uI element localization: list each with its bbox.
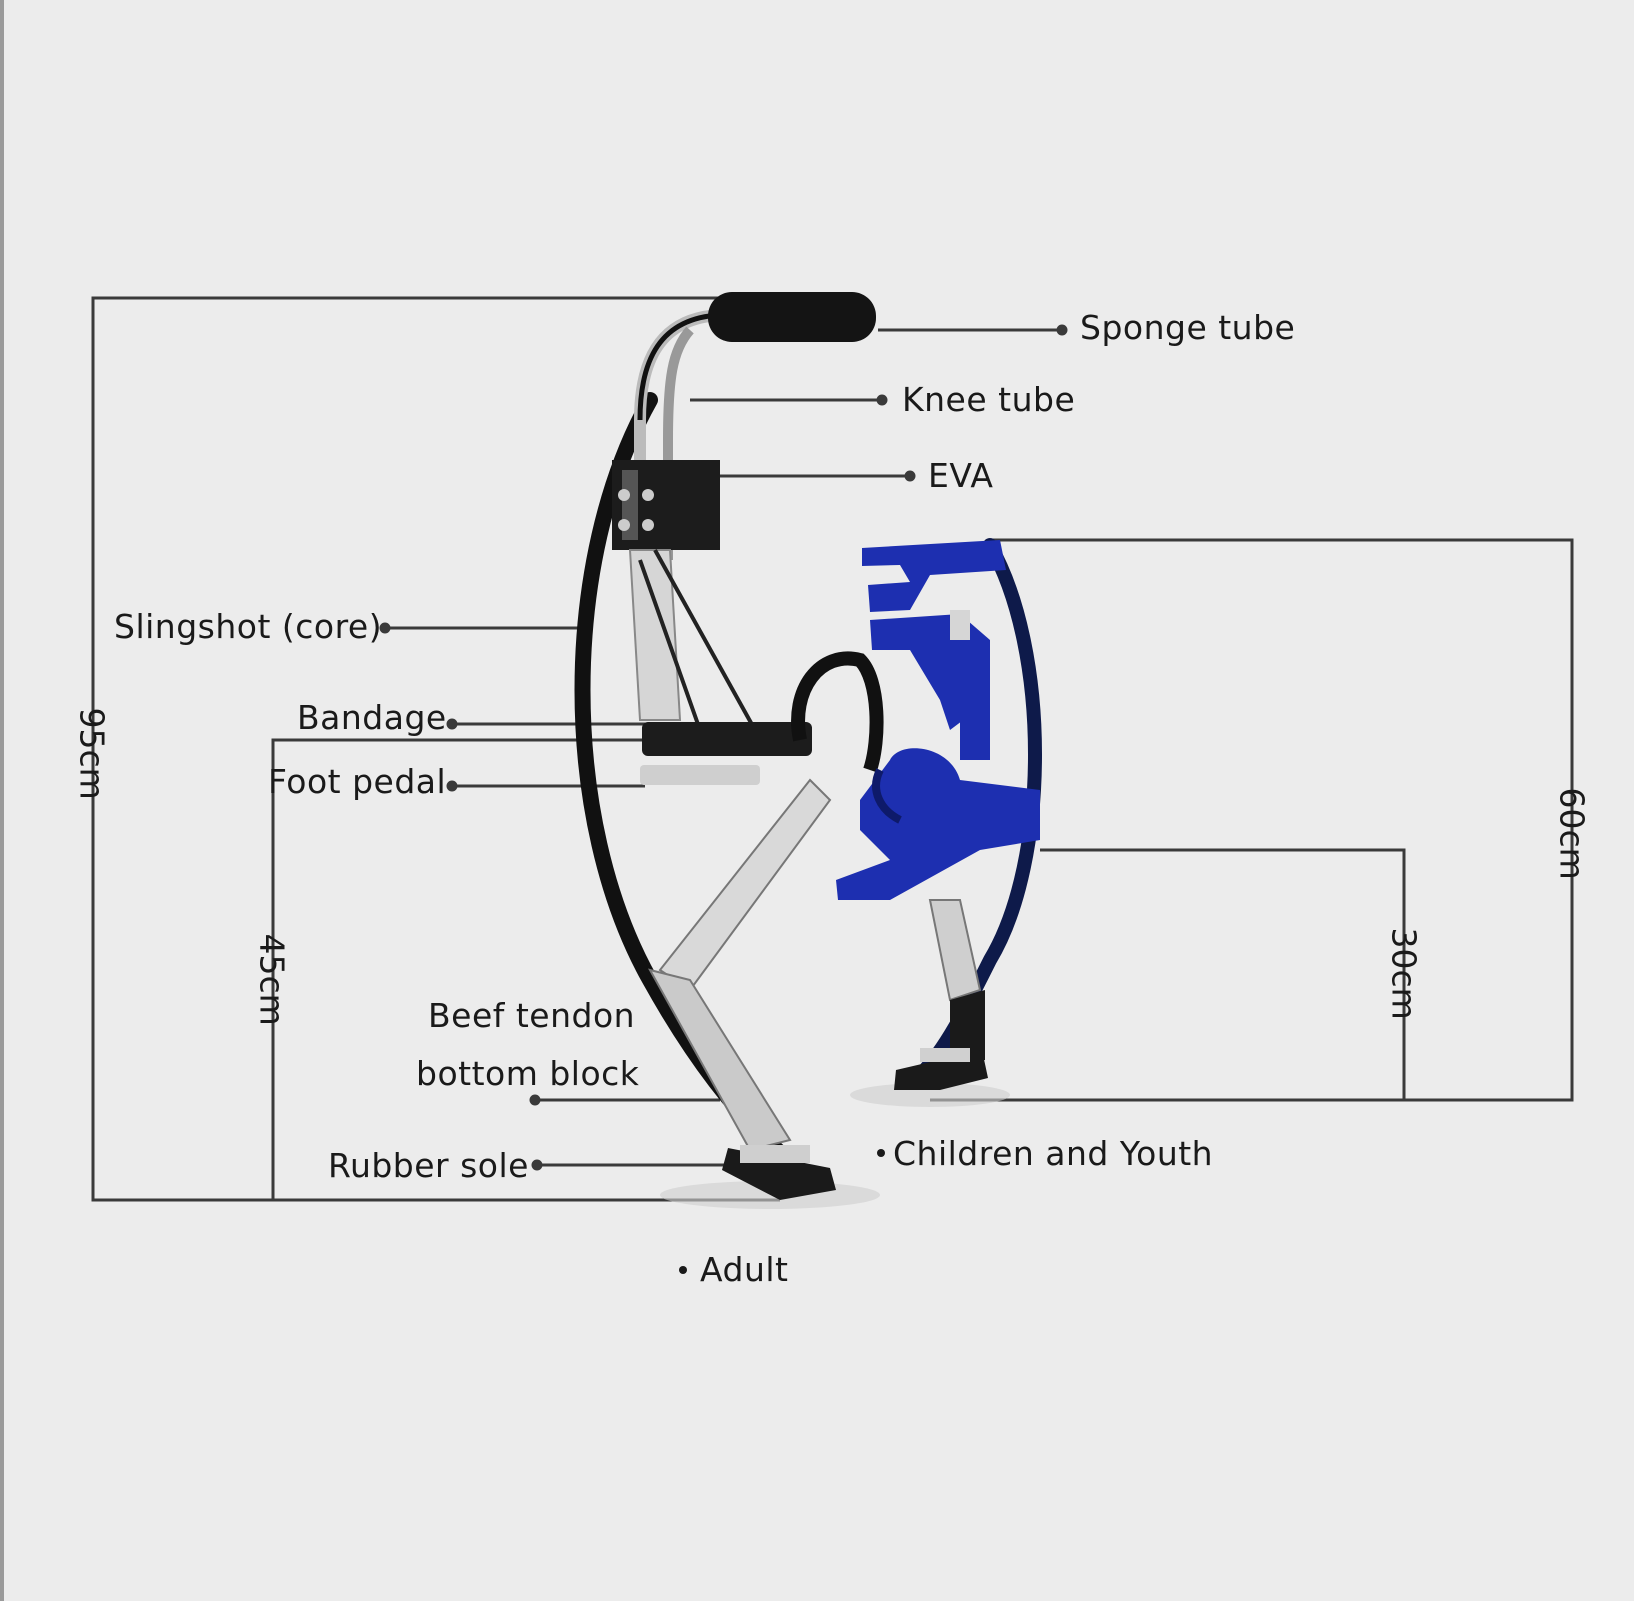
dim-child-total: 60cm (1552, 787, 1592, 880)
bullet-adult (679, 1266, 687, 1274)
label-sponge-tube: Sponge tube (1080, 308, 1296, 347)
dim-child-lower: 30cm (1384, 927, 1424, 1020)
label-beef-tendon-2: bottom block (416, 1054, 640, 1093)
label-children-youth: Children and Youth (893, 1134, 1214, 1173)
child-dimension-lines (930, 538, 1574, 1102)
label-eva: EVA (928, 456, 994, 495)
label-slingshot: Slingshot (core) (114, 607, 383, 646)
dim-adult-total: 95cm (72, 707, 112, 800)
label-adult: Adult (700, 1250, 789, 1289)
leader-lines (379, 324, 1068, 1171)
label-knee-tube: Knee tube (902, 380, 1076, 419)
label-rubber-sole: Rubber sole (328, 1146, 529, 1185)
label-beef-tendon-1: Beef tendon (428, 996, 636, 1035)
adult-dimension-lines (91, 296, 780, 1202)
child-stilt (836, 538, 1042, 1107)
dim-adult-lower: 45cm (252, 933, 292, 1026)
label-bandage: Bandage (297, 698, 447, 737)
label-foot-pedal: Foot pedal (268, 762, 447, 801)
adult-stilt (574, 292, 884, 1209)
left-border (0, 0, 4, 1601)
bullet-children (877, 1149, 885, 1157)
